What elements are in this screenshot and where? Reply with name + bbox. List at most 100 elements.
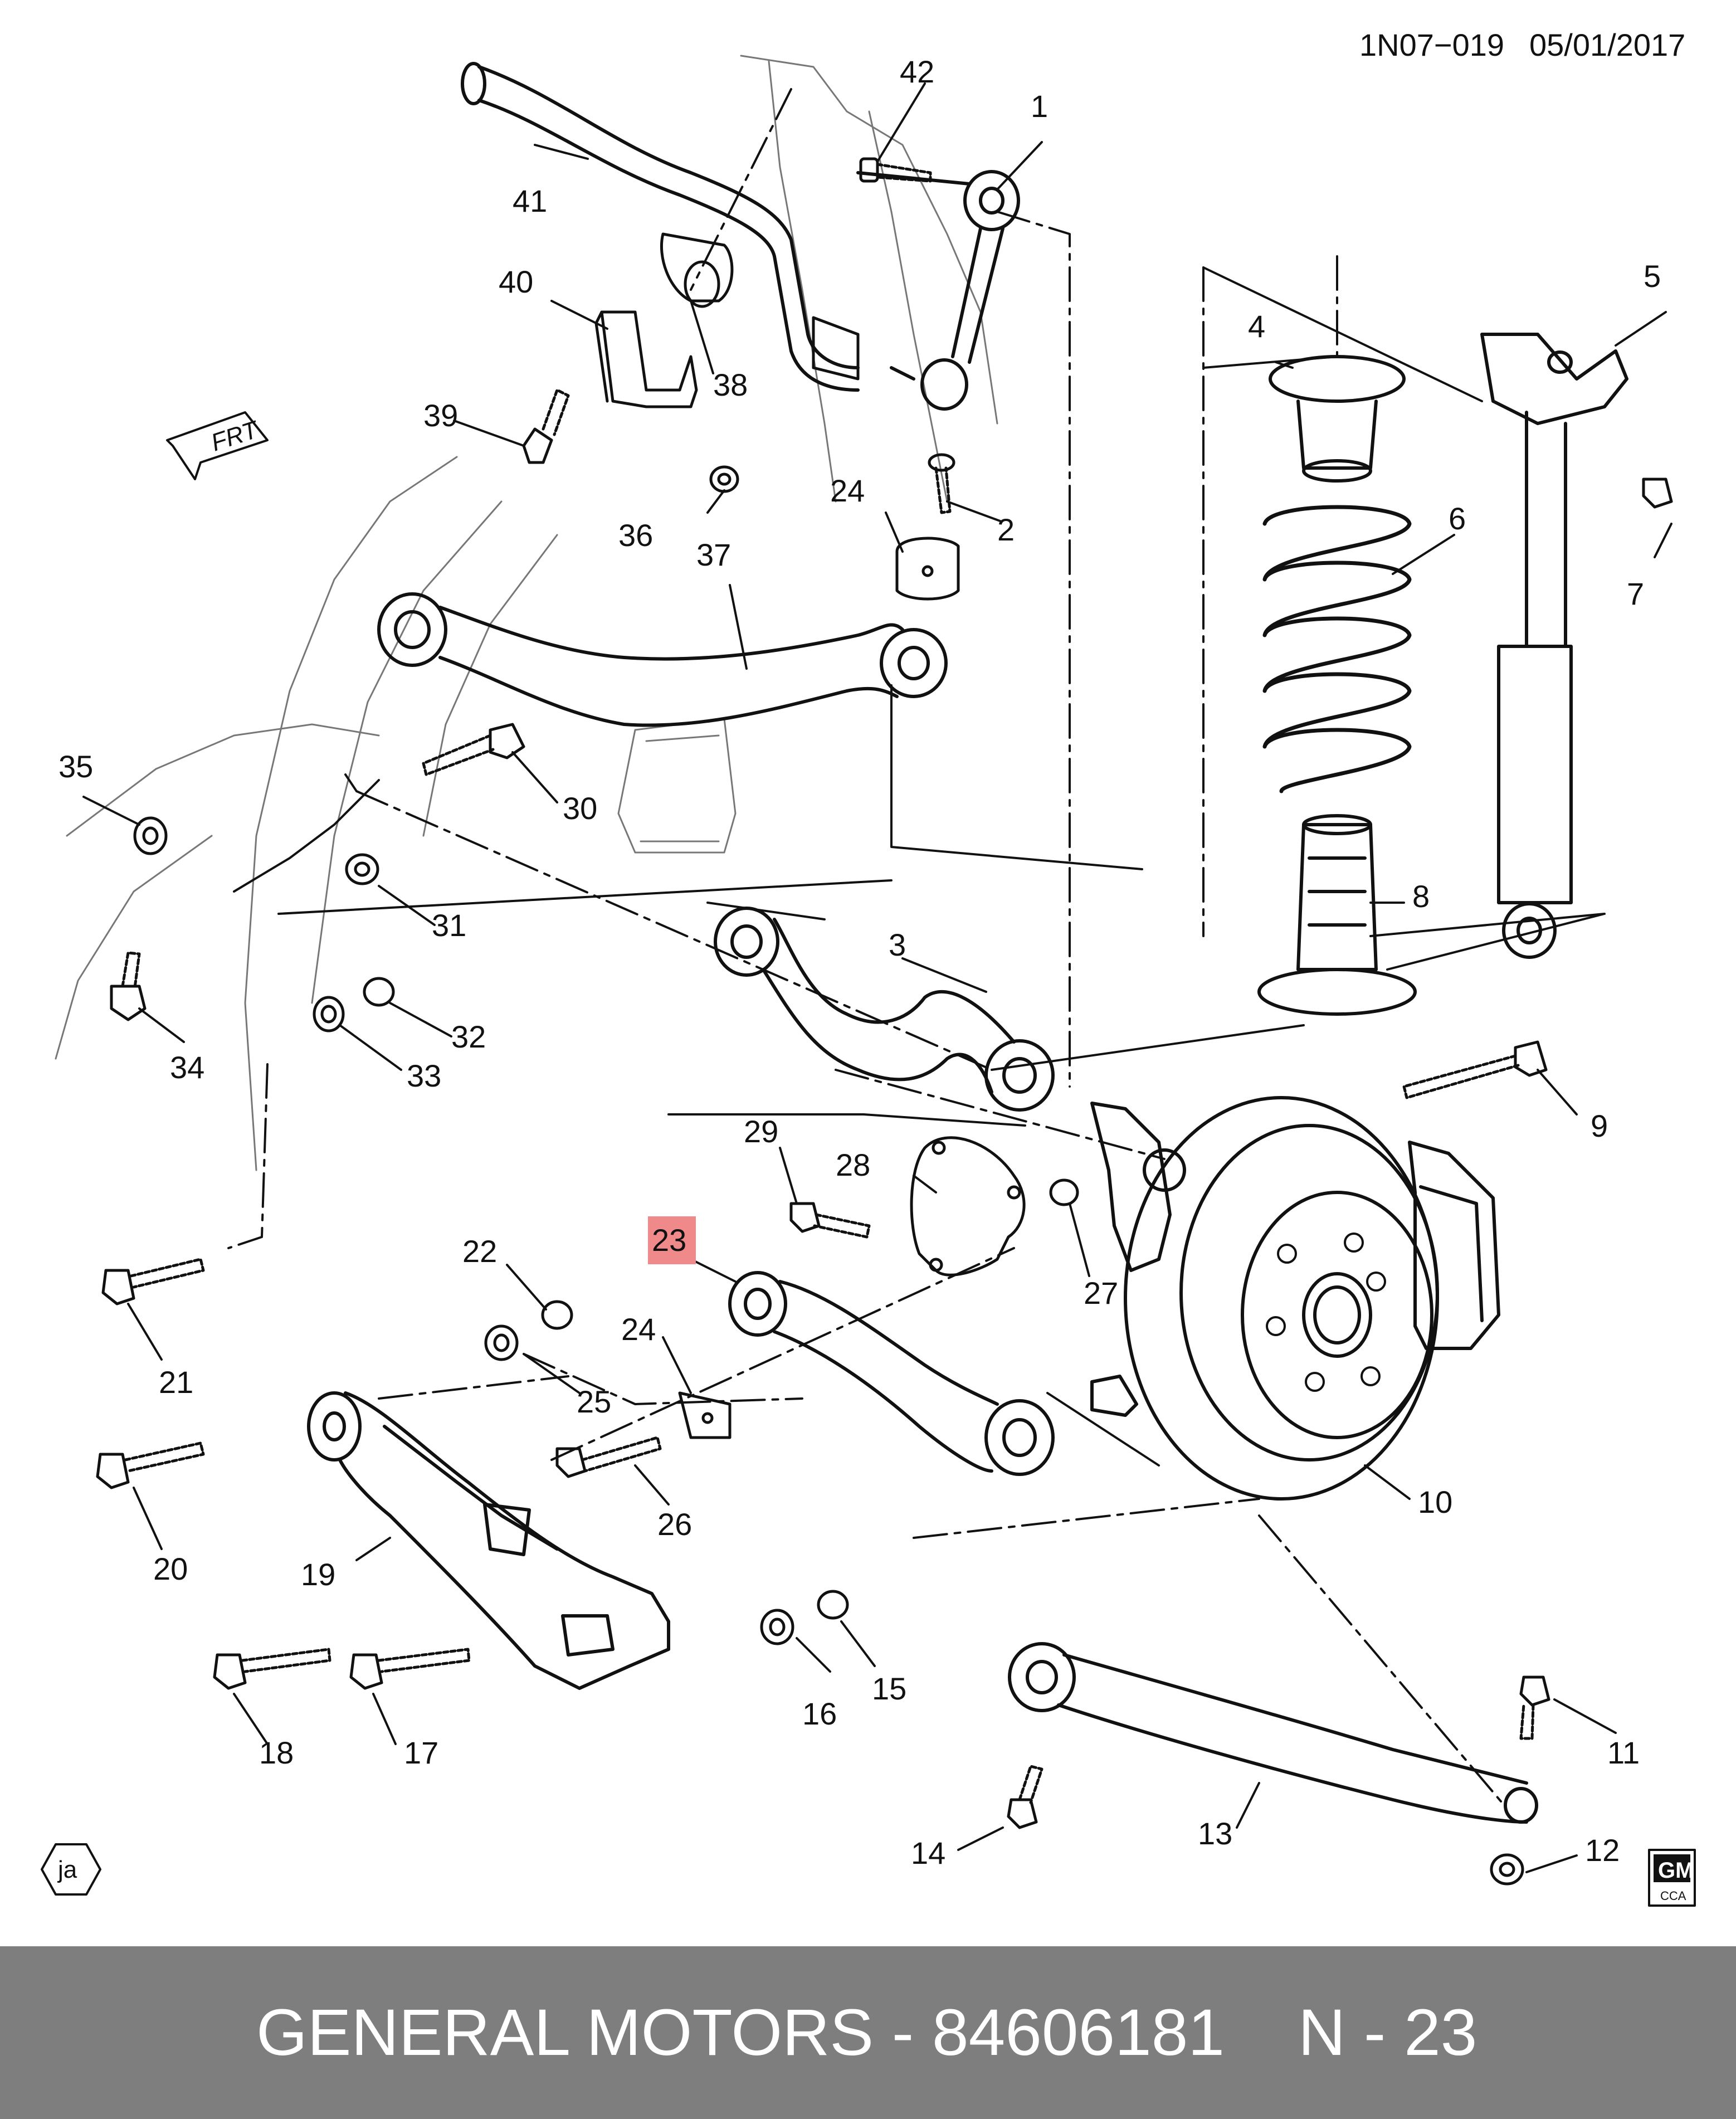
- callout-25: 25: [577, 1384, 611, 1419]
- illustrator-initials: ja: [57, 1856, 77, 1883]
- callout-22: 22: [462, 1234, 497, 1269]
- body-structure-outline: [55, 55, 998, 1171]
- callout-39: 39: [423, 398, 458, 433]
- nut-16: [760, 1609, 794, 1645]
- connector-lines: [233, 266, 1606, 1467]
- callout-37: 37: [696, 537, 731, 572]
- callout-9: 9: [1591, 1108, 1608, 1143]
- upper-arm-3: [714, 907, 1055, 1112]
- callout-3: 3: [889, 927, 906, 962]
- diagram-date: 05/01/2017: [1529, 27, 1685, 62]
- callout-30: 30: [563, 791, 597, 826]
- callout-1: 1: [1031, 89, 1048, 124]
- callout-42: 42: [900, 54, 934, 89]
- upper-control-arm-37: [377, 592, 948, 727]
- bolt-29: [789, 1202, 871, 1239]
- bolt-18: [213, 1648, 331, 1690]
- callout-24: 24: [830, 473, 865, 508]
- callout-5: 5: [1644, 259, 1661, 294]
- bolt-26: [555, 1436, 662, 1478]
- bolt-2: [928, 453, 955, 514]
- callout-8: 8: [1412, 879, 1430, 914]
- jounce-bumper-8: [1257, 814, 1417, 1016]
- callout-11: 11: [1607, 1735, 1640, 1770]
- callout-18: 18: [259, 1735, 294, 1770]
- gm-logo: GM CCA: [1648, 1849, 1696, 1907]
- diagram-canvas: 42 1 41 40 38 39 36 37 24 2 4 5 6 7 8 35…: [41, 27, 1696, 1907]
- stabilizer-clamp: [594, 310, 698, 408]
- bolt-7: [1642, 478, 1673, 509]
- callout-4: 4: [1248, 309, 1265, 344]
- diagram-header: 1N07−019 05/01/2017: [1359, 27, 1685, 62]
- bolt-39: [522, 388, 570, 464]
- callout-36: 36: [618, 518, 653, 553]
- callout-2: 2: [997, 512, 1015, 547]
- footer-part-number: GENERAL MOTORS - 84606181: [256, 1996, 1225, 2069]
- stabilizer-bar: [461, 62, 860, 392]
- washer-33: [313, 996, 345, 1032]
- nut-12: [1490, 1853, 1524, 1886]
- callout-10: 10: [1418, 1484, 1452, 1519]
- nut-36: [709, 465, 739, 493]
- coil-spring-6: [1262, 505, 1412, 793]
- callout-28: 28: [836, 1147, 870, 1182]
- callout-12: 12: [1585, 1833, 1620, 1868]
- callout-20: 20: [153, 1551, 188, 1586]
- spring-insulator-4: [1269, 355, 1406, 483]
- nut-27: [1049, 1178, 1079, 1206]
- bolt-30: [422, 723, 525, 776]
- callout-38: 38: [713, 367, 748, 402]
- callout-13: 13: [1198, 1816, 1232, 1851]
- callout-27: 27: [1084, 1275, 1118, 1311]
- callout-16: 16: [802, 1696, 837, 1731]
- footer-page-number: N - 23: [1298, 1996, 1477, 2069]
- insulator-24-upper: [895, 537, 960, 601]
- gm-logo-text: GM: [1658, 1858, 1694, 1883]
- callout-35: 35: [58, 749, 93, 784]
- callout-leaders: [82, 82, 1672, 1873]
- parts-diagram: 42 1 41 40 38 39 36 37 24 2 4 5 6 7 8 35…: [41, 27, 1696, 1907]
- callout-29: 29: [744, 1114, 778, 1149]
- illustrator-badge: ja: [41, 1843, 101, 1896]
- brake-rotor: [1124, 1096, 1439, 1501]
- bolt-20: [96, 1441, 205, 1489]
- backing-plate-28: [910, 1136, 1026, 1277]
- stabilizer-link: [856, 170, 1020, 411]
- callout-7: 7: [1627, 576, 1644, 611]
- washer-25: [484, 1324, 519, 1361]
- callout-34: 34: [170, 1050, 204, 1085]
- highlight-box: [648, 1216, 696, 1264]
- gm-logo-subtext: CCA: [1660, 1889, 1686, 1903]
- lower-control-arm-19: [307, 1391, 670, 1690]
- callout-31: 31: [432, 908, 466, 943]
- lower-link-13: [1008, 1642, 1538, 1824]
- callout-26: 26: [657, 1507, 692, 1542]
- insulator-24-lower: [678, 1391, 732, 1439]
- nut-15: [817, 1590, 849, 1620]
- wheel-studs: [1266, 1233, 1386, 1392]
- front-direction-arrow: [166, 411, 269, 480]
- callout-41: 41: [513, 183, 547, 218]
- callout-labels: 42 1 41 40 38 39 36 37 24 2 4 5 6 7 8 35…: [58, 54, 1661, 1870]
- footer-bar: [0, 1946, 1736, 2119]
- bolt-17: [349, 1648, 471, 1690]
- callout-14: 14: [911, 1835, 945, 1870]
- bolt-34: [110, 951, 147, 1021]
- callout-19: 19: [301, 1557, 335, 1592]
- steering-knuckle: [1090, 1102, 1186, 1417]
- washer-35: [133, 816, 168, 855]
- callout-33: 33: [407, 1058, 441, 1093]
- stabilizer-bushing: [660, 232, 860, 381]
- bolt-11: [1519, 1675, 1550, 1740]
- bolt-14: [1007, 1765, 1043, 1829]
- toe-link-23: [728, 1271, 1055, 1476]
- nut-32: [363, 977, 395, 1007]
- callout-24-lower: 24: [621, 1312, 656, 1347]
- callout-23: 23: [652, 1222, 686, 1258]
- brake-caliper: [1408, 1141, 1500, 1350]
- diagram-code: 1N07−019: [1359, 27, 1504, 62]
- bolt-21: [101, 1258, 205, 1306]
- nut-31: [345, 853, 379, 885]
- bolt-9: [1402, 1040, 1548, 1099]
- shock-absorber-5: [1480, 333, 1628, 959]
